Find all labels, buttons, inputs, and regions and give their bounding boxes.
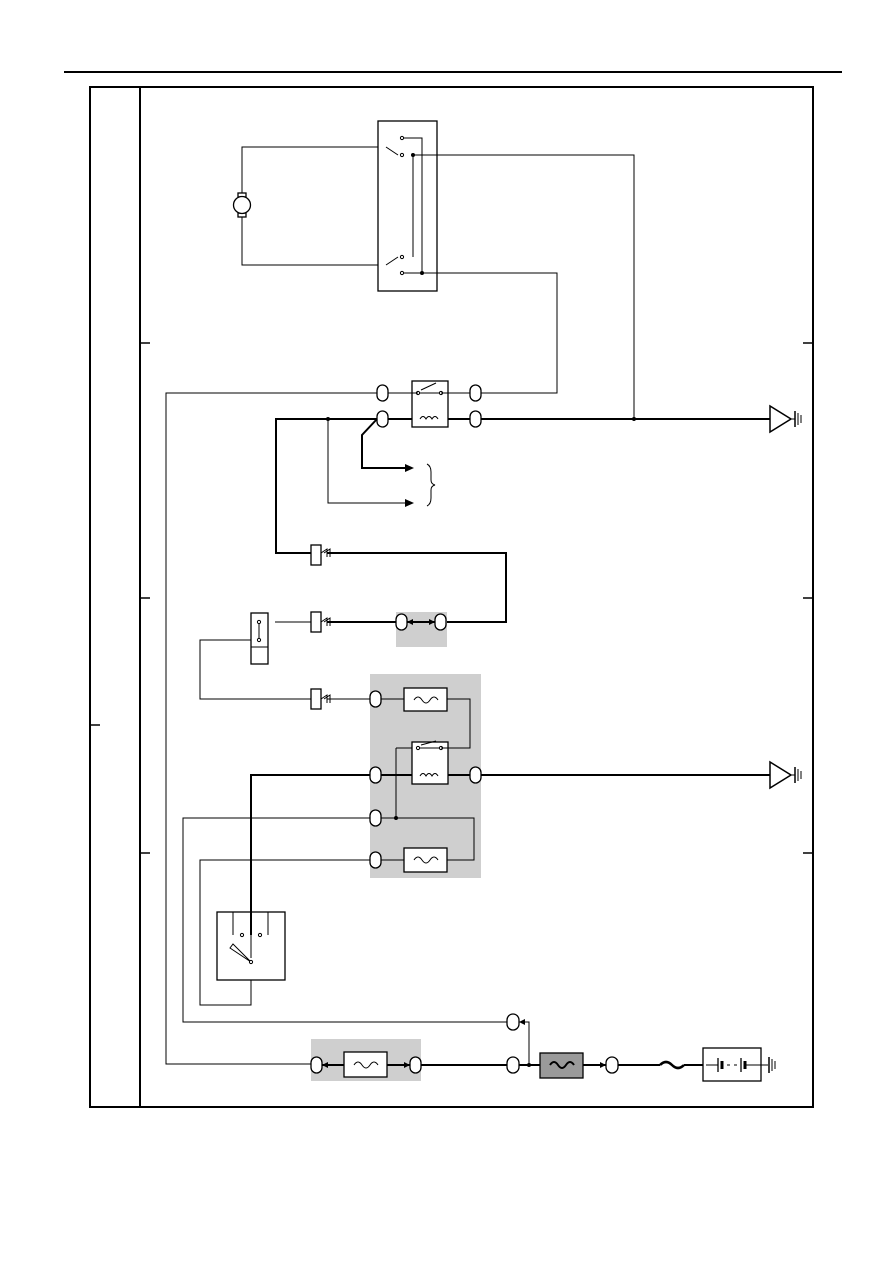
fusible-link-wire: [310, 1051, 507, 1078]
switch-unit: [377, 120, 438, 292]
battery: [702, 1047, 776, 1082]
stub-wiring: [199, 552, 507, 700]
main-fusible-link: [506, 1013, 703, 1079]
ignition-switch: [216, 911, 286, 981]
motor-wiring: [241, 146, 386, 266]
ground-symbol-bottom: [769, 760, 802, 790]
relay-top: [411, 380, 449, 428]
relay-top-connectors: [376, 384, 482, 428]
fuse-upper: [403, 687, 448, 712]
motor-icon: [232, 192, 252, 218]
ground-symbol-top: [769, 404, 802, 434]
frame-ticks: [90, 342, 813, 854]
block-wiring: [381, 698, 770, 861]
fuse-lower: [403, 847, 448, 873]
inline-connector-group: [395, 613, 447, 631]
ignition-wiring: [182, 774, 507, 1023]
switch-unit-leads: [413, 154, 635, 419]
connector-stub-group: [310, 544, 331, 710]
small-switch: [250, 612, 269, 665]
relay-top-wiring: [165, 392, 770, 1065]
diagram-frame: [89, 86, 814, 1108]
relay-mid: [411, 740, 449, 785]
